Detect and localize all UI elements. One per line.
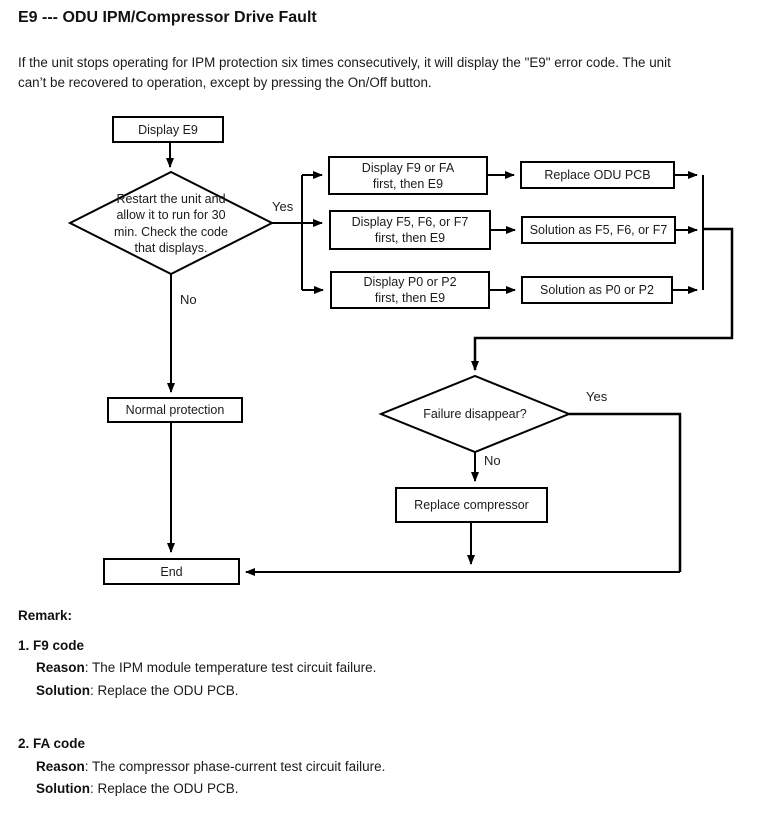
decision-restart-text: Restart the unit and allow it to run for… (114, 191, 228, 256)
node-display-e9-label: Display E9 (138, 122, 198, 137)
node-display-p0-p2-label: Display P0 or P2 first, then E9 (363, 275, 457, 305)
label-yes-restart: Yes (272, 199, 294, 214)
node-solution-p0-p2: Solution as P0 or P2 (521, 276, 673, 304)
label-yes-failure: Yes (586, 389, 608, 404)
node-end: End (103, 558, 240, 585)
node-display-f5-f6-f7-label: Display F5, F6, or F7 first, then E9 (351, 215, 469, 245)
node-solution-p0-p2-label: Solution as P0 or P2 (540, 283, 654, 297)
node-display-e9: Display E9 (112, 116, 224, 143)
node-replace-compressor-label: Replace compressor (414, 498, 529, 512)
remark-item2-solution: Solution: Replace the ODU PCB. (36, 781, 239, 796)
label-no-failure: No (484, 453, 501, 468)
remark-item2-reason-label: Reason (36, 759, 85, 774)
label-no-restart: No (180, 292, 197, 307)
page-title: E9 --- ODU IPM/Compressor Drive Fault (18, 9, 317, 26)
node-display-f5-f6-f7: Display F5, F6, or F7 first, then E9 (329, 210, 491, 250)
node-solution-f5-f6-f7-label: Solution as F5, F6, or F7 (529, 223, 668, 237)
node-normal-protection: Normal protection (107, 397, 243, 423)
remark-item1-reason-label: Reason (36, 660, 85, 675)
remark-item1-reason: Reason: The IPM module temperature test … (36, 660, 376, 675)
node-replace-compressor: Replace compressor (395, 487, 548, 523)
intro-paragraph: If the unit stops operating for IPM prot… (18, 55, 671, 90)
node-end-label: End (160, 564, 183, 579)
decision-failure-text: Failure disappear? (423, 406, 527, 421)
node-replace-odu-pcb-label: Replace ODU PCB (544, 168, 651, 182)
remark-item2-solution-label: Solution (36, 781, 90, 796)
node-display-f9-fa-label: Display F9 or FA first, then E9 (361, 160, 455, 191)
remark-item1-solution: Solution: Replace the ODU PCB. (36, 683, 239, 698)
remark-item2-reason-text: : The compressor phase-current test circ… (84, 759, 386, 774)
remark-item1-title: 1. F9 code (18, 638, 85, 653)
node-display-p0-p2: Display P0 or P2 first, then E9 (330, 271, 490, 309)
remark-item2-reason: Reason: The compressor phase-current tes… (36, 759, 385, 774)
remark-item1-reason-text: : The IPM module temperature test circui… (84, 660, 377, 675)
node-display-f9-fa: Display F9 or FA first, then E9 (328, 156, 488, 195)
remark-item2-title: 2. FA code (18, 736, 86, 751)
connector-failure-yes-path (569, 412, 682, 572)
node-replace-odu-pcb: Replace ODU PCB (520, 161, 675, 189)
remark-item2-solution-text: : Replace the ODU PCB. (90, 781, 239, 796)
node-solution-f5-f6-f7: Solution as F5, F6, or F7 (521, 216, 676, 244)
remark-item1-solution-label: Solution (36, 683, 90, 698)
remark-item1-solution-text: : Replace the ODU PCB. (90, 683, 239, 698)
node-normal-protection-label: Normal protection (125, 403, 225, 417)
remark-heading: Remark: (18, 608, 73, 623)
